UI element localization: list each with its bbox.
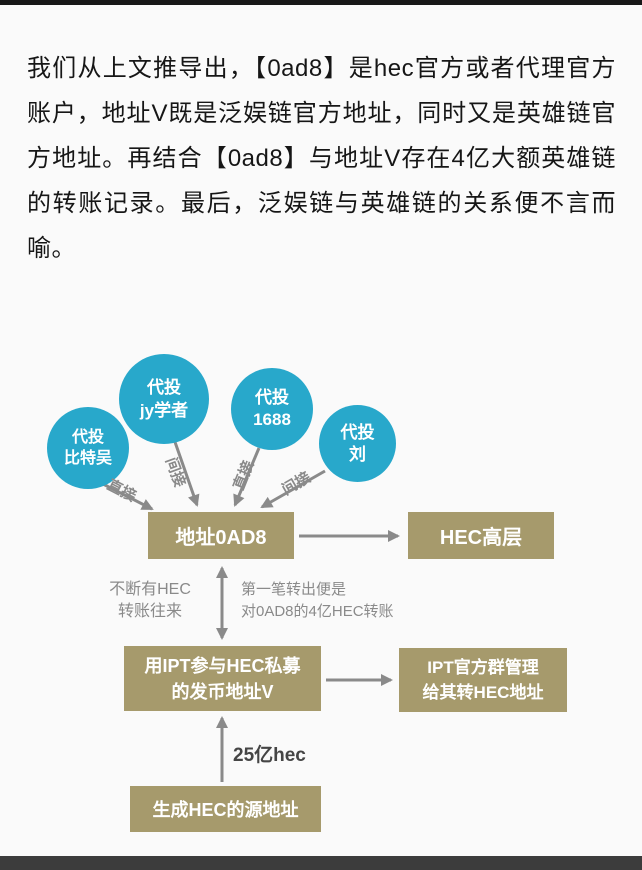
investor-label: 代投 xyxy=(147,378,181,397)
box-label: IPT官方群管理 xyxy=(427,658,539,677)
note-line: 不断有HEC xyxy=(109,581,191,598)
note-line: 对0AD8的4亿HEC转账 xyxy=(241,603,394,620)
investor-circle-jy: 代投 jy学者 xyxy=(119,354,209,444)
box-ipt-group: IPT官方群管理 给其转HEC地址 xyxy=(399,648,567,712)
investor-label: 代投 xyxy=(340,422,375,442)
edge-label-indirect-1: 间接 xyxy=(161,455,189,490)
box-address-v: 用IPT参与HEC私募 的发币地址V xyxy=(124,646,321,711)
note-amount-25yi-hec: 25亿hec xyxy=(233,745,306,766)
note-line: 转账往来 xyxy=(117,603,182,620)
edge-label-indirect-2: 间接 xyxy=(279,469,314,499)
investor-label: 代投 xyxy=(255,388,289,407)
box-label: 给其转HEC地址 xyxy=(422,683,544,702)
edge-label-direct-2: 直接 xyxy=(230,458,258,493)
article-paragraph: 我们从上文推导出，【0ad8】是hec官方或者代理官方账户，地址V既是泛娱链官方… xyxy=(27,55,616,262)
box-label: 生成HEC的源地址 xyxy=(152,800,299,820)
box-source-address: 生成HEC的源地址 xyxy=(130,786,321,832)
box-label: 用IPT参与HEC私募 xyxy=(144,655,301,676)
investor-label: 1688 xyxy=(253,410,291,429)
investor-label: 代投 xyxy=(71,429,104,446)
investor-circle-liu: 代投 刘 xyxy=(319,405,396,482)
investor-label: 比特吴 xyxy=(63,450,112,467)
box-label: 的发币地址V xyxy=(171,681,274,702)
box-label: HEC高层 xyxy=(439,527,523,549)
top-bar xyxy=(0,0,642,5)
note-line: 第一笔转出便是 xyxy=(241,581,347,598)
box-label: 地址0AD8 xyxy=(175,527,267,549)
note-hec-transfers: 不断有HEC 转账往来 xyxy=(97,579,203,623)
investor-label: jy学者 xyxy=(139,401,189,420)
investor-circle-bitewu: 代投 比特吴 xyxy=(47,407,129,489)
investor-circle-1688: 代投 1688 xyxy=(231,368,313,450)
note-first-transfer: 第一笔转出便是 对0AD8的4亿HEC转账 xyxy=(241,579,446,623)
box-hec-top: HEC高层 xyxy=(408,512,554,559)
box-address-0ad8: 地址0AD8 xyxy=(148,512,294,559)
investor-label: 刘 xyxy=(349,444,366,464)
bottom-bar xyxy=(0,856,642,870)
